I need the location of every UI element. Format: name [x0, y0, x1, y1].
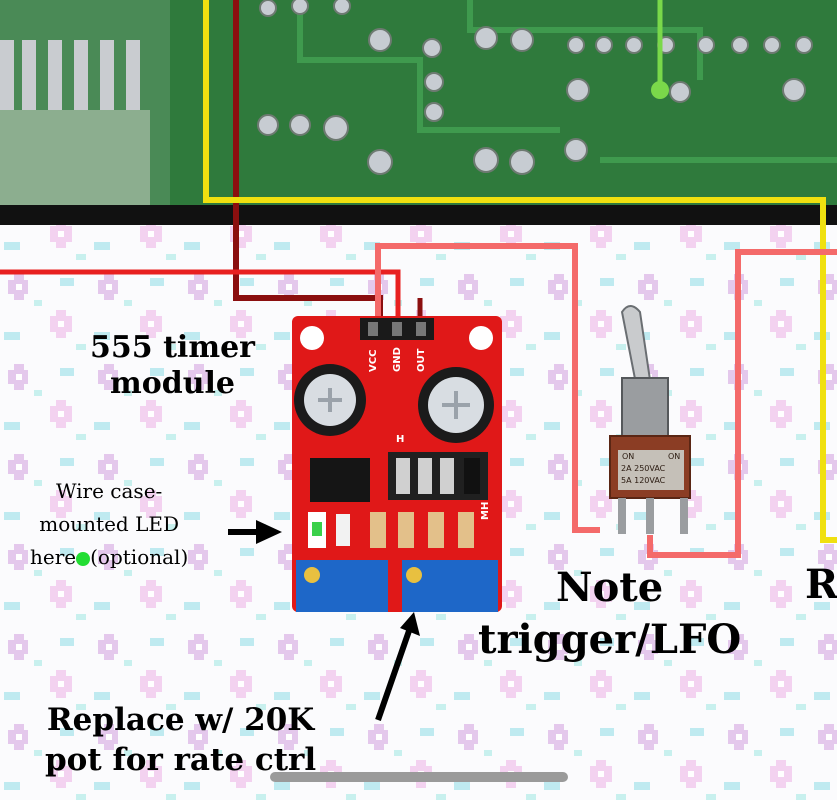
- label-555-line2: module: [109, 366, 235, 401]
- wire-pink-switch: [647, 249, 837, 558]
- label-led: Wire case- mounted LED here (optional): [30, 475, 188, 574]
- wires: [0, 0, 837, 558]
- label-note-line1: Note: [556, 564, 664, 611]
- label-led-line1: Wire case-: [55, 479, 163, 503]
- wire-pink-out: [375, 243, 600, 533]
- label-note-trigger: Note trigger/LFO: [478, 562, 741, 666]
- solder-joints: [257, 0, 813, 175]
- arrow-pot: [375, 612, 420, 721]
- synth-pcb: [0, 0, 837, 225]
- label-pot: Replace w/ 20K pot for rate ctrl: [45, 700, 316, 780]
- label-pot-line1: Replace w/ 20K: [46, 702, 315, 738]
- label-555-line1: 555 timer: [90, 330, 255, 365]
- green-dot-icon: [76, 551, 91, 566]
- wire-yellow: [203, 0, 837, 543]
- arrow-led: [228, 520, 282, 544]
- green-junction-dot: [651, 81, 669, 99]
- mark-mh: MH: [480, 501, 491, 520]
- label-led-line3: here (optional): [30, 541, 188, 574]
- mark-h: H: [396, 434, 405, 445]
- label-555-timer: 555 timer module: [90, 330, 255, 402]
- pin-label-out: OUT: [416, 348, 427, 372]
- toggle-switch: [609, 305, 691, 534]
- ic-legs: [0, 40, 150, 205]
- label-cut-off: R: [805, 561, 837, 608]
- switch-on-left: ON: [622, 452, 635, 461]
- 555-chip: [310, 458, 370, 502]
- home-indicator[interactable]: [270, 772, 568, 782]
- label-led-here: here: [30, 545, 77, 569]
- switch-on-right: ON: [668, 452, 681, 461]
- 555-timer-module: [292, 316, 502, 612]
- pin-label-vcc: VCC: [368, 349, 379, 372]
- pin-label-gnd: GND: [392, 347, 403, 372]
- switch-rating-2: 5A 120VAC: [621, 476, 666, 485]
- switch-rating-1: 2A 250VAC: [621, 464, 666, 473]
- label-led-optional: (optional): [90, 545, 189, 569]
- capacitor-left: [294, 364, 366, 436]
- label-led-line2: mounted LED: [39, 512, 179, 536]
- label-note-line2: trigger/LFO: [478, 616, 742, 663]
- capacitor-right: [418, 367, 494, 443]
- label-pot-line2: pot for rate ctrl: [45, 742, 317, 778]
- wire-dark-red-gnd: [0, 269, 401, 322]
